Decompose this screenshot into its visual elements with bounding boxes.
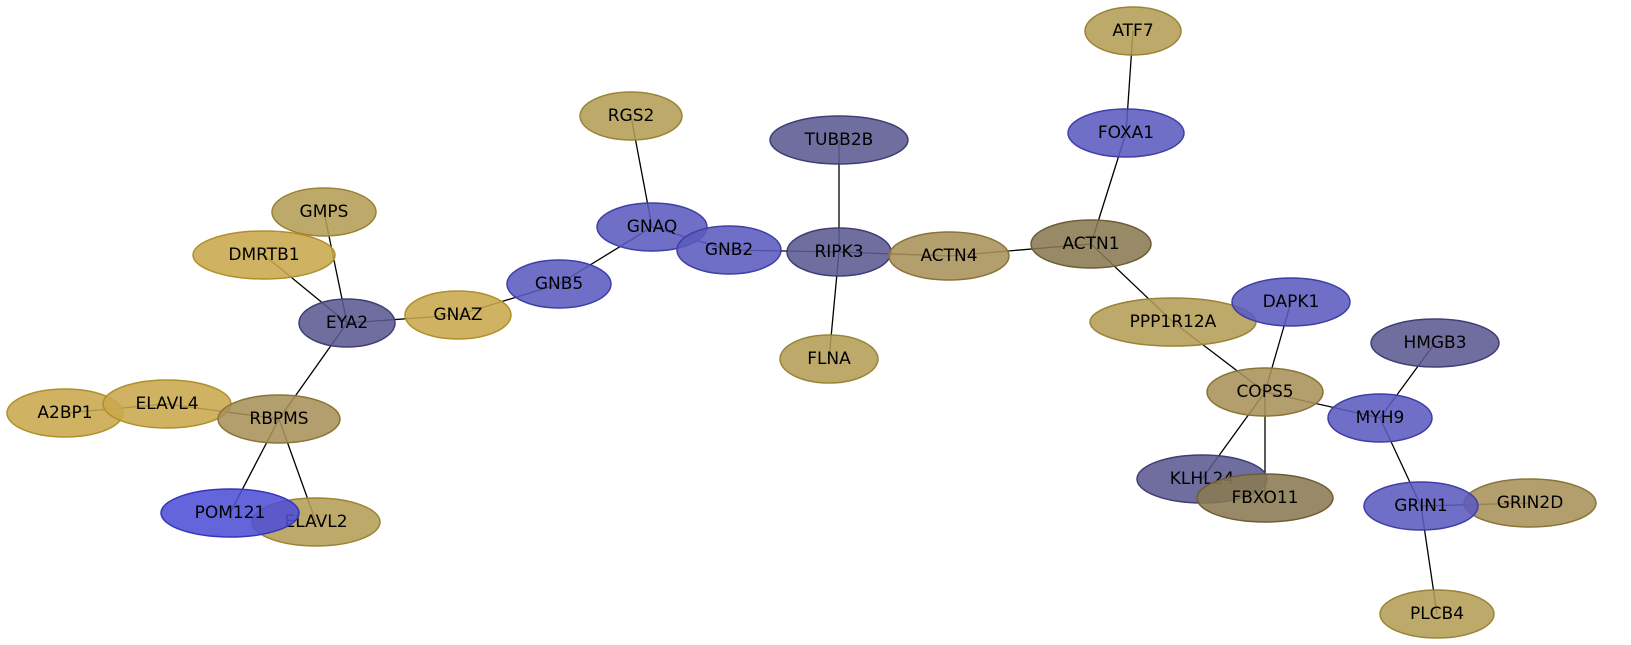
- node-actn4[interactable]: ACTN4: [888, 231, 1010, 281]
- node-shape-eya2: [298, 298, 396, 348]
- node-shape-tubb2b: [769, 115, 909, 165]
- node-label-plcb4: PLCB4: [1410, 604, 1464, 624]
- node-label-rgs2: RGS2: [608, 106, 655, 126]
- node-plcb4[interactable]: PLCB4: [1379, 589, 1495, 639]
- node-fbxo11[interactable]: FBXO11: [1196, 473, 1334, 523]
- node-label-flna: FLNA: [807, 349, 851, 369]
- node-actn1[interactable]: ACTN1: [1030, 219, 1152, 269]
- node-label-elavl2: ELAVL2: [284, 512, 347, 532]
- node-label-cops5: COPS5: [1236, 382, 1293, 402]
- node-label-dapk1: DAPK1: [1263, 292, 1320, 312]
- node-shape-dapk1: [1231, 277, 1351, 327]
- node-shape-flna: [779, 334, 879, 384]
- node-label-hmgb3: HMGB3: [1403, 333, 1466, 353]
- node-rbpms[interactable]: RBPMS: [217, 394, 341, 444]
- node-label-tubb2b: TUBB2B: [804, 130, 874, 150]
- node-ppp1r12a[interactable]: PPP1R12A: [1089, 297, 1257, 347]
- node-atf7[interactable]: ATF7: [1084, 6, 1182, 56]
- node-shape-gnaz: [404, 290, 512, 340]
- node-label-gnaq: GNAQ: [627, 217, 678, 237]
- node-shape-actn4: [888, 231, 1010, 281]
- node-gnb5[interactable]: GNB5: [506, 259, 612, 309]
- node-shape-cops5: [1206, 367, 1324, 417]
- node-label-atf7: ATF7: [1112, 21, 1153, 41]
- node-label-gnb2: GNB2: [705, 240, 753, 260]
- node-label-gnb5: GNB5: [535, 274, 583, 294]
- node-dapk1[interactable]: DAPK1: [1231, 277, 1351, 327]
- node-shape-pom121: [160, 488, 300, 538]
- node-label-dmrtb1: DMRTB1: [228, 245, 299, 265]
- node-label-grin2d: GRIN2D: [1497, 493, 1564, 513]
- node-myh9[interactable]: MYH9: [1327, 393, 1433, 443]
- node-dmrtb1[interactable]: DMRTB1: [192, 230, 336, 280]
- node-label-elavl4: ELAVL4: [135, 394, 198, 414]
- node-shape-rgs2: [579, 91, 683, 141]
- node-gnb2[interactable]: GNB2: [676, 225, 782, 275]
- node-grin1[interactable]: GRIN1: [1363, 481, 1479, 531]
- node-shape-gmps: [271, 187, 377, 237]
- node-flna[interactable]: FLNA: [779, 334, 879, 384]
- node-label-actn1: ACTN1: [1062, 234, 1119, 254]
- node-shape-rbpms: [217, 394, 341, 444]
- node-cops5[interactable]: COPS5: [1206, 367, 1324, 417]
- node-shape-foxa1: [1067, 108, 1185, 158]
- node-label-rbpms: RBPMS: [249, 409, 308, 429]
- node-label-a2bp1: A2BP1: [37, 403, 92, 423]
- node-label-ripk3: RIPK3: [814, 242, 863, 262]
- node-hmgb3[interactable]: HMGB3: [1370, 318, 1500, 368]
- node-shape-plcb4: [1379, 589, 1495, 639]
- node-a2bp1[interactable]: A2BP1: [6, 388, 124, 438]
- node-gmps[interactable]: GMPS: [271, 187, 377, 237]
- node-tubb2b[interactable]: TUBB2B: [769, 115, 909, 165]
- node-shape-dmrtb1: [192, 230, 336, 280]
- node-shape-actn1: [1030, 219, 1152, 269]
- node-label-actn4: ACTN4: [920, 246, 977, 266]
- node-foxa1[interactable]: FOXA1: [1067, 108, 1185, 158]
- node-shape-gnb5: [506, 259, 612, 309]
- node-ripk3[interactable]: RIPK3: [786, 227, 892, 277]
- node-shape-grin1: [1363, 481, 1479, 531]
- node-shape-hmgb3: [1370, 318, 1500, 368]
- node-label-fbxo11: FBXO11: [1231, 488, 1298, 508]
- node-label-pom121: POM121: [195, 503, 266, 523]
- node-eya2[interactable]: EYA2: [298, 298, 396, 348]
- node-label-gnaz: GNAZ: [433, 305, 482, 325]
- node-shape-fbxo11: [1196, 473, 1334, 523]
- node-rgs2[interactable]: RGS2: [579, 91, 683, 141]
- node-label-gmps: GMPS: [300, 202, 349, 222]
- node-gnaz[interactable]: GNAZ: [404, 290, 512, 340]
- node-elavl4[interactable]: ELAVL4: [102, 379, 232, 429]
- node-shape-gnaq: [596, 202, 708, 252]
- node-gnaq[interactable]: GNAQ: [596, 202, 708, 252]
- node-shape-atf7: [1084, 6, 1182, 56]
- node-label-myh9: MYH9: [1356, 408, 1405, 428]
- node-label-grin1: GRIN1: [1394, 496, 1448, 516]
- node-shape-gnb2: [676, 225, 782, 275]
- node-grin2d[interactable]: GRIN2D: [1463, 478, 1597, 528]
- node-shape-myh9: [1327, 393, 1433, 443]
- node-pom121[interactable]: POM121: [160, 488, 300, 538]
- node-label-ppp1r12a: PPP1R12A: [1130, 312, 1217, 332]
- node-label-eya2: EYA2: [326, 313, 368, 333]
- node-label-foxa1: FOXA1: [1098, 123, 1154, 143]
